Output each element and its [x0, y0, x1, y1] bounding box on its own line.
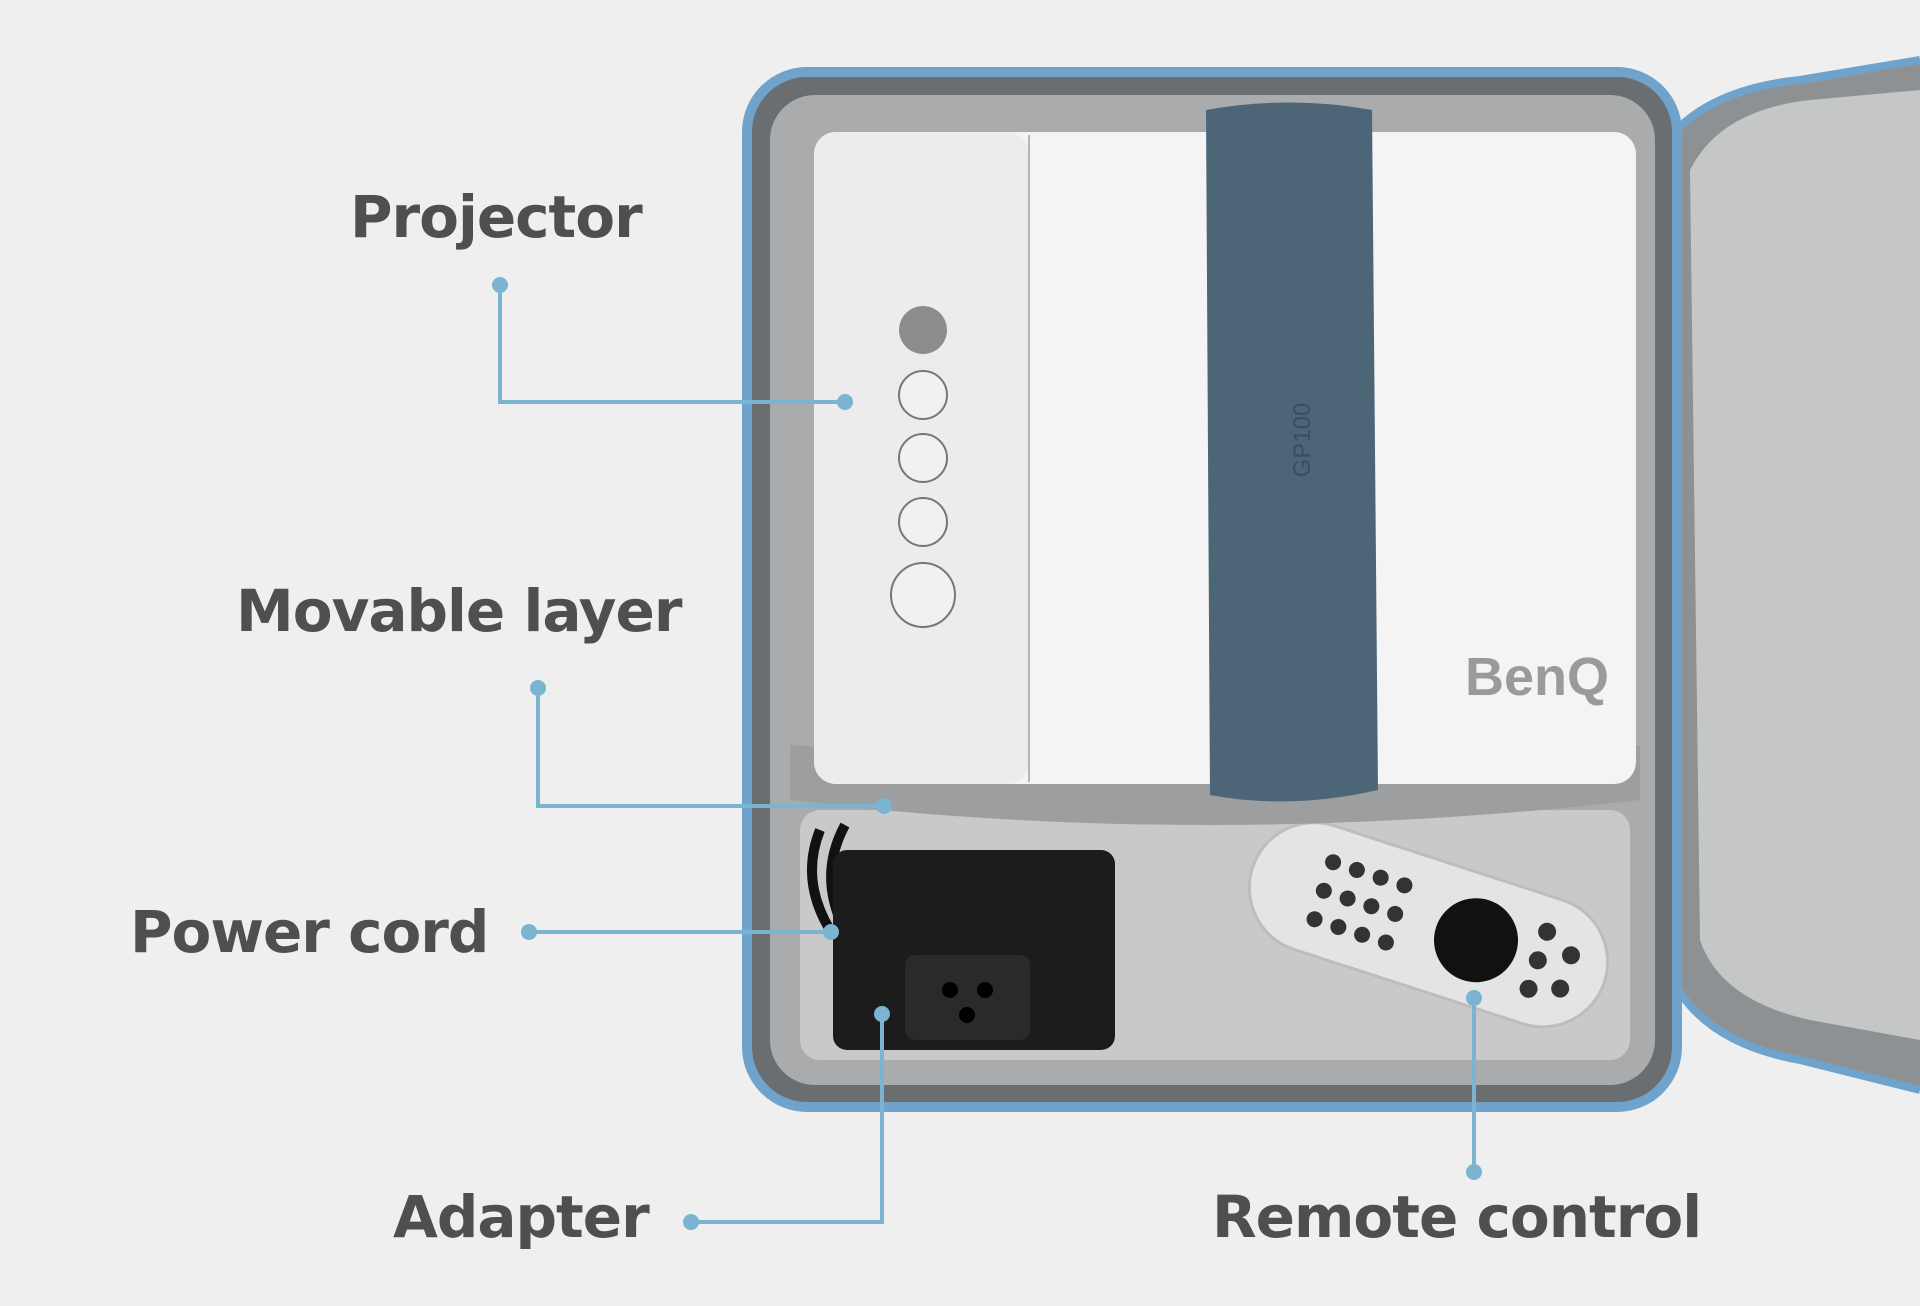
- callout-dot: [876, 798, 892, 814]
- callout-dot: [823, 924, 839, 940]
- label-remote-control: Remote control: [1212, 1183, 1702, 1251]
- source-button-icon: [898, 370, 948, 420]
- focus-plus-button-icon: [898, 433, 948, 483]
- focus-minus-button-icon: [898, 497, 948, 547]
- brand-logo: BenQ: [1465, 647, 1609, 707]
- callout-dot: [837, 394, 853, 410]
- sensor-icon: [899, 306, 947, 354]
- power-button-icon: [890, 562, 956, 628]
- label-projector: Projector: [350, 183, 643, 251]
- callout-dot: [492, 277, 508, 293]
- callout-dot: [874, 1006, 890, 1022]
- movable-layer-callout-line: [536, 688, 884, 808]
- remote-control: [1247, 821, 1610, 1029]
- projector-callout-line: [498, 285, 845, 404]
- callout-dot: [1466, 1164, 1482, 1180]
- callout-dot: [530, 680, 546, 696]
- model-label: GP100: [1289, 403, 1316, 478]
- label-power-cord: Power cord: [130, 898, 489, 966]
- label-movable-layer: Movable layer: [236, 577, 682, 645]
- adapter-callout-line: [691, 1014, 884, 1224]
- callout-dot: [683, 1214, 699, 1230]
- callout-dot: [521, 924, 537, 940]
- adapter: [807, 822, 1115, 1050]
- strap: GP100: [1206, 102, 1378, 802]
- callout-dot: [1466, 990, 1482, 1006]
- label-adapter: Adapter: [393, 1183, 650, 1251]
